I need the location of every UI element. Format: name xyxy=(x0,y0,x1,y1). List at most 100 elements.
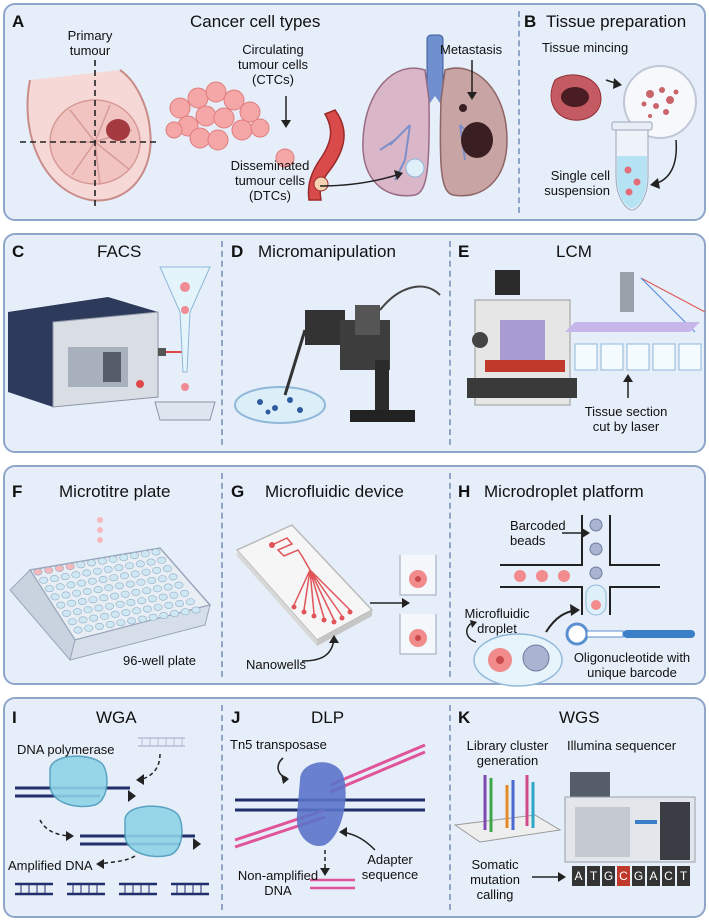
base-tile: A xyxy=(572,866,585,886)
plate-well xyxy=(114,564,124,572)
plate-well xyxy=(137,597,147,605)
plate-well xyxy=(108,555,118,563)
nanowells-label: Nanowells xyxy=(246,657,306,672)
plate-well xyxy=(185,598,195,606)
panel-c-letter: C xyxy=(12,242,25,261)
plate-well xyxy=(125,580,135,588)
facs-machine xyxy=(8,297,183,408)
lcm-slide xyxy=(565,272,706,371)
plate-well xyxy=(130,552,140,560)
base-tile: G xyxy=(632,866,645,886)
droplet-channel xyxy=(500,515,660,616)
plate-well xyxy=(152,566,162,574)
plate-well xyxy=(93,586,103,594)
plate-well xyxy=(164,601,174,609)
plate-well xyxy=(84,624,94,632)
plate-well xyxy=(130,570,140,578)
panel-b-letter: B xyxy=(524,12,537,31)
plate-well xyxy=(87,577,97,585)
plate-well xyxy=(153,603,163,611)
lcm-microscope xyxy=(467,270,577,406)
plate-well xyxy=(170,610,180,618)
micromanipulator xyxy=(234,285,441,424)
plate-well xyxy=(83,606,93,614)
divider-gh xyxy=(449,473,451,677)
plate-well xyxy=(141,568,151,576)
cluster-flowcell xyxy=(453,775,562,843)
plate-well xyxy=(168,573,178,581)
plate-well xyxy=(147,595,157,603)
plate-well xyxy=(140,550,150,558)
plate-well xyxy=(66,581,76,589)
lungs-illustration xyxy=(362,34,508,197)
plate-well xyxy=(110,610,120,618)
panel-f-title: Microtitre plate xyxy=(59,482,171,501)
panel-k-title: WGS xyxy=(559,708,600,727)
base-tile: G xyxy=(602,866,615,886)
amplified-dna-fragments xyxy=(15,882,209,896)
plate-well xyxy=(71,571,81,579)
panel-e-letter: E xyxy=(458,242,470,261)
plate-well xyxy=(163,583,173,591)
plate-well xyxy=(78,616,88,624)
plate-well xyxy=(87,559,97,567)
base-tile: T xyxy=(677,866,690,886)
mincing-arrow xyxy=(605,78,622,89)
plate-well xyxy=(157,556,167,564)
panel-i-title: WGA xyxy=(96,708,137,727)
plate-well xyxy=(55,583,65,591)
panel-e-title: LCM xyxy=(556,242,592,261)
plate-well xyxy=(95,622,105,630)
plate-well xyxy=(152,585,162,593)
plate-well xyxy=(125,562,135,570)
panel-a-letter: A xyxy=(12,12,25,31)
plate-well xyxy=(77,598,87,606)
plate-well xyxy=(72,589,82,597)
plate-well xyxy=(109,574,119,582)
somatic-arrow xyxy=(532,872,566,882)
breast-illustration xyxy=(20,60,160,210)
plate-well xyxy=(159,612,169,620)
panel-a-title: Cancer cell types xyxy=(190,12,321,31)
panel-h-letter: H xyxy=(458,482,471,501)
tissue-piece xyxy=(550,74,602,121)
plate-well xyxy=(191,606,201,614)
microfluidic-chip xyxy=(235,524,374,646)
plate-well xyxy=(137,615,147,623)
panel-f-letter: F xyxy=(12,482,23,501)
plate-label: 96-well plate xyxy=(123,653,196,668)
section-arrow xyxy=(623,374,633,398)
panel-h-title: Microdroplet platform xyxy=(484,482,644,501)
dlp-illustration xyxy=(234,743,426,890)
plate-well xyxy=(50,593,60,601)
base-tile: C xyxy=(617,866,630,886)
plate-well xyxy=(60,573,70,581)
suspension-arrow xyxy=(650,139,678,189)
plate-well xyxy=(119,553,129,561)
metastasis-arrow xyxy=(467,60,477,100)
chip-arrow xyxy=(370,598,410,608)
plate-well xyxy=(135,560,145,568)
microtitre-plate xyxy=(9,517,212,662)
panel-g-title: Microfluidic device xyxy=(265,482,404,501)
plate-well xyxy=(104,584,114,592)
divider-cd xyxy=(221,241,223,445)
plate-well xyxy=(142,587,152,595)
divider-de xyxy=(449,241,451,445)
plate-well xyxy=(67,618,77,626)
panel-c-title: FACS xyxy=(97,242,142,261)
divider-fg xyxy=(221,473,223,677)
dna-polymerase-label: DNA polymerase xyxy=(17,742,115,757)
plate-well xyxy=(132,607,142,615)
plate-well xyxy=(76,561,86,569)
plate-well xyxy=(56,601,66,609)
plate-well xyxy=(67,599,77,607)
plate-well xyxy=(180,589,190,597)
plate-well xyxy=(175,600,185,608)
